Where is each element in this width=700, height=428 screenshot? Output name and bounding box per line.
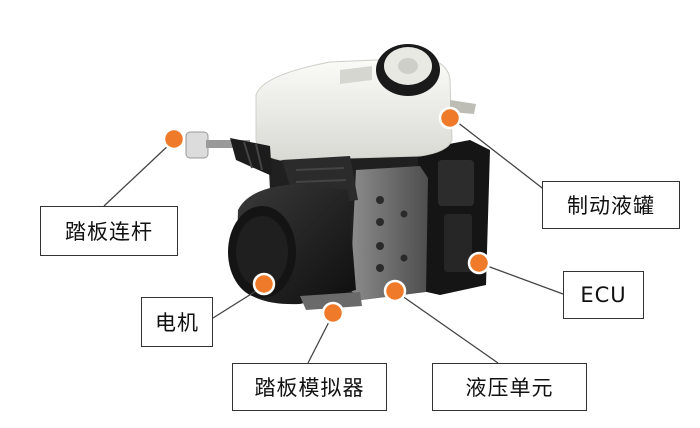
pedal-simulator-body [300, 292, 362, 310]
leader-line-reservoir [451, 117, 547, 192]
label-hydraulic-unit: 液压单元 [432, 363, 587, 411]
leader-line-ecu [478, 262, 564, 295]
pedal-rod-assembly [185, 131, 272, 176]
marker-pedal-rod [162, 127, 186, 151]
marker-hydraulic [383, 279, 407, 303]
marker-motor [252, 272, 276, 296]
label-reservoir: 制动液罐 [542, 181, 680, 229]
leader-line-pedal-rod [103, 141, 173, 207]
hydraulic-block [350, 166, 428, 300]
motor-body [228, 184, 356, 305]
reservoir-tank [255, 44, 476, 161]
label-motor: 电机 [141, 297, 213, 347]
marker-reservoir [438, 106, 462, 130]
marker-ecu [467, 251, 491, 275]
label-ecu: ECU [563, 271, 644, 319]
marker-simulator [321, 301, 345, 325]
label-pedal-rod: 踏板连杆 [40, 206, 178, 256]
label-pedal-simulator: 踏板模拟器 [232, 363, 387, 411]
leader-line-hydraulic [394, 290, 499, 364]
